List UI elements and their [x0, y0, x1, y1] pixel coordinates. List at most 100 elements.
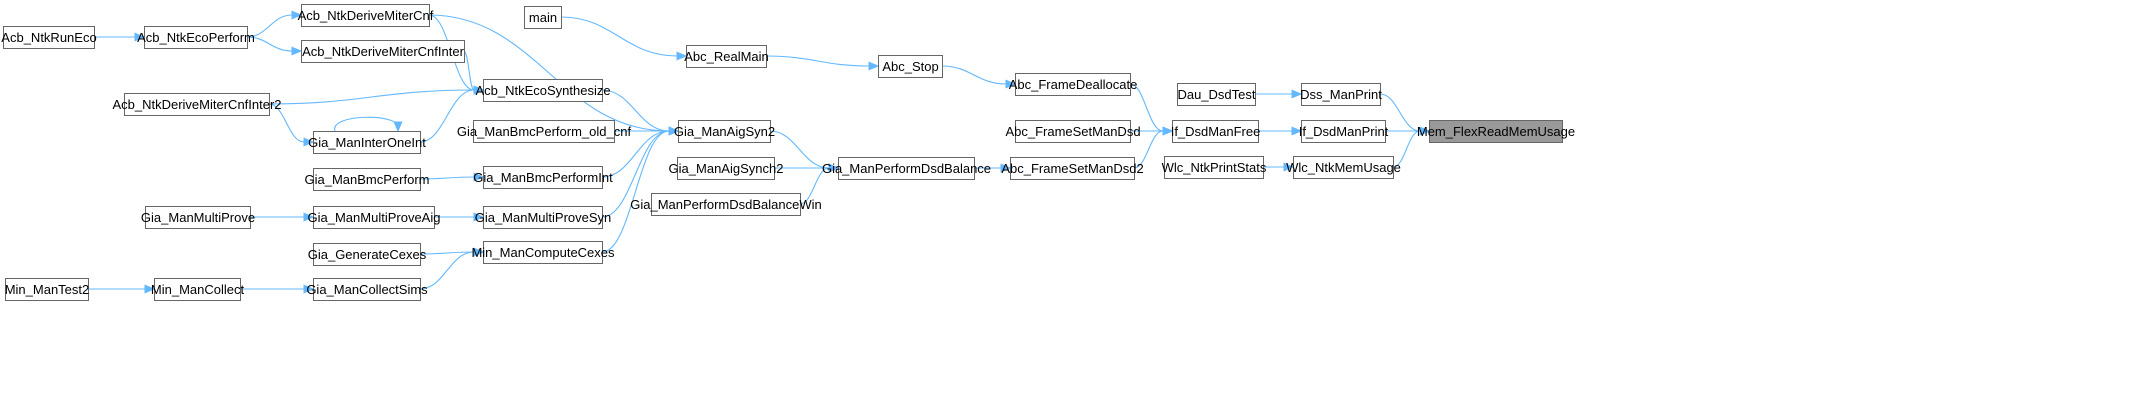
node-dss-man-print[interactable]: Dss_ManPrint — [1300, 83, 1382, 106]
node-label: Gia_ManMultiProve — [141, 210, 255, 225]
edge-acb-ntk-run-eco-to-acb-ntk-eco-perform — [94, 32, 146, 42]
node-box — [1164, 156, 1264, 179]
node-box — [124, 93, 270, 116]
edge-gia-man-collect-sims-to-min-man-compute-cexes — [419, 247, 485, 290]
edge-gia-man-inter-one-int-to-gia-man-inter-one-int — [334, 116, 403, 133]
node-label: Abc_Stop — [882, 59, 938, 74]
node-gia-man-collect-sims[interactable]: Gia_ManCollectSims — [306, 278, 428, 301]
node-label: Acb_NtkDeriveMiterCnfInter — [302, 44, 464, 59]
node-min-man-compute-cexes[interactable]: Min_ManComputeCexes — [471, 241, 615, 264]
node-box — [301, 4, 430, 27]
node-wlc-ntk-mem-usage[interactable]: Wlc_NtkMemUsage — [1286, 156, 1401, 179]
edge-acb-ntk-eco-perform-to-acb-ntk-derive-miter-cnf — [246, 10, 303, 38]
edge-acb-ntk-derive-miter-cnf-inter2-to-acb-ntk-eco-synthesize — [268, 85, 485, 105]
node-box — [313, 243, 421, 266]
node-gia-man-bmc-perform[interactable]: Gia_ManBmcPerform — [305, 168, 430, 191]
node-box — [483, 79, 603, 102]
node-abc-stop[interactable]: Abc_Stop — [878, 55, 943, 78]
edge-main-to-abc-real-main — [560, 16, 688, 61]
node-box — [1172, 120, 1259, 143]
node-gia-man-multi-prove-aig[interactable]: Gia_ManMultiProveAig — [308, 206, 441, 229]
node-mem-flex-read-mem-usage[interactable]: Mem_FlexReadMemUsage — [1417, 120, 1575, 143]
edge-gia-man-multi-prove-aig-to-gia-man-multi-prove-syn — [434, 212, 485, 222]
node-gia-man-multi-prove-syn[interactable]: Gia_ManMultiProveSyn — [475, 206, 612, 229]
node-box — [313, 168, 421, 191]
node-gia-man-inter-one-int[interactable]: Gia_ManInterOneInt — [308, 131, 426, 154]
node-label: Gia_ManAigSyn2 — [674, 124, 775, 139]
node-label: Acb_NtkDeriveMiterCnfInter2 — [112, 97, 281, 112]
node-label: If_DsdManPrint — [1299, 124, 1389, 139]
node-gia-generate-cexes[interactable]: Gia_GenerateCexes — [308, 243, 427, 266]
node-gia-man-multi-prove[interactable]: Gia_ManMultiProve — [141, 206, 255, 229]
node-label: Abc_FrameSetManDsd2 — [1001, 161, 1143, 176]
node-acb-ntk-derive-miter-cnf-inter[interactable]: Acb_NtkDeriveMiterCnfInter — [301, 40, 465, 63]
node-box — [677, 157, 775, 180]
node-box — [1293, 156, 1394, 179]
node-box — [686, 45, 767, 68]
node-label: Acb_NtkEcoPerform — [137, 30, 255, 45]
node-label: Gia_ManBmcPerform_old_cnf — [457, 124, 632, 139]
node-gia-man-perform-dsd-balance-win[interactable]: Gia_ManPerformDsdBalanceWin — [630, 193, 822, 216]
edge-layer — [88, 10, 1431, 294]
node-wlc-ntk-print-stats[interactable]: Wlc_NtkPrintStats — [1162, 156, 1267, 179]
node-if-dsd-man-print[interactable]: If_DsdManPrint — [1299, 120, 1389, 143]
node-box — [1015, 73, 1131, 96]
node-box — [651, 193, 801, 216]
node-gia-man-aig-synch2[interactable]: Gia_ManAigSynch2 — [669, 157, 784, 180]
node-box — [313, 278, 421, 301]
node-box — [1010, 157, 1135, 180]
node-gia-man-bmc-perform-old-cnf[interactable]: Gia_ManBmcPerform_old_cnf — [457, 120, 632, 143]
node-label: Dau_DsdTest — [1177, 87, 1255, 102]
node-box — [313, 131, 421, 154]
edge-gia-man-multi-prove-to-gia-man-multi-prove-aig — [250, 212, 315, 222]
node-acb-ntk-eco-synthesize[interactable]: Acb_NtkEcoSynthesize — [475, 79, 611, 102]
node-label: Gia_ManMultiProveSyn — [475, 210, 612, 225]
node-min-man-collect[interactable]: Min_ManCollect — [151, 278, 245, 301]
node-acb-ntk-derive-miter-cnf-inter2[interactable]: Acb_NtkDeriveMiterCnfInter2 — [112, 93, 282, 116]
node-label: Abc_FrameSetManDsd — [1005, 124, 1140, 139]
node-label: Gia_ManAigSynch2 — [669, 161, 784, 176]
node-main[interactable]: main — [524, 6, 562, 29]
node-label: Dss_ManPrint — [1300, 87, 1382, 102]
edge-min-man-compute-cexes-to-gia-man-aig-syn2 — [601, 126, 680, 253]
node-box — [678, 120, 771, 143]
node-abc-frame-deallocate[interactable]: Abc_FrameDeallocate — [1009, 73, 1138, 96]
node-gia-man-perform-dsd-balance[interactable]: Gia_ManPerformDsdBalance — [822, 157, 991, 180]
edge-min-man-collect-to-gia-man-collect-sims — [240, 284, 315, 294]
node-acb-ntk-derive-miter-cnf[interactable]: Acb_NtkDeriveMiterCnf — [298, 4, 434, 27]
node-box — [838, 157, 975, 180]
node-box — [3, 26, 95, 49]
node-label: Gia_ManBmcPerformInt — [473, 170, 613, 185]
node-label: Abc_FrameDeallocate — [1009, 77, 1138, 92]
node-label: Min_ManComputeCexes — [471, 245, 615, 260]
node-box — [1301, 83, 1381, 106]
node-label: Gia_ManCollectSims — [306, 282, 428, 297]
node-label: Min_ManCollect — [151, 282, 245, 297]
node-box — [524, 6, 562, 29]
node-label: Acb_NtkEcoSynthesize — [475, 83, 610, 98]
node-dau-dsd-test[interactable]: Dau_DsdTest — [1177, 83, 1256, 106]
edge-gia-man-perform-dsd-balance-win-to-gia-man-perform-dsd-balance — [799, 163, 840, 205]
node-label: Gia_ManPerformDsdBalanceWin — [630, 197, 821, 212]
node-box — [313, 206, 435, 229]
node-if-dsd-man-free[interactable]: If_DsdManFree — [1171, 120, 1261, 143]
node-abc-real-main[interactable]: Abc_RealMain — [684, 45, 769, 68]
node-min-man-test2[interactable]: Min_ManTest2 — [5, 278, 90, 301]
node-box — [154, 278, 241, 301]
edge-abc-stop-to-abc-frame-deallocate — [941, 65, 1017, 89]
node-acb-ntk-run-eco[interactable]: Acb_NtkRunEco — [1, 26, 97, 49]
edge-wlc-ntk-mem-usage-to-mem-flex-read-mem-usage — [1392, 126, 1431, 168]
node-gia-man-bmc-perform-int[interactable]: Gia_ManBmcPerformInt — [473, 166, 613, 189]
node-label: main — [529, 10, 557, 25]
node-acb-ntk-eco-perform[interactable]: Acb_NtkEcoPerform — [137, 26, 255, 49]
edge-gia-man-bmc-perform-to-gia-man-bmc-perform-int — [419, 172, 485, 182]
node-box — [878, 55, 943, 78]
node-abc-frame-set-man-dsd2[interactable]: Abc_FrameSetManDsd2 — [1001, 157, 1144, 180]
node-box — [1177, 83, 1256, 106]
node-gia-man-aig-syn2[interactable]: Gia_ManAigSyn2 — [674, 120, 775, 143]
node-box — [1429, 120, 1563, 143]
node-abc-frame-set-man-dsd[interactable]: Abc_FrameSetManDsd — [1005, 120, 1141, 143]
edge-acb-ntk-eco-perform-to-acb-ntk-derive-miter-cnf-inter — [246, 36, 303, 56]
node-label: Gia_ManMultiProveAig — [308, 210, 441, 225]
